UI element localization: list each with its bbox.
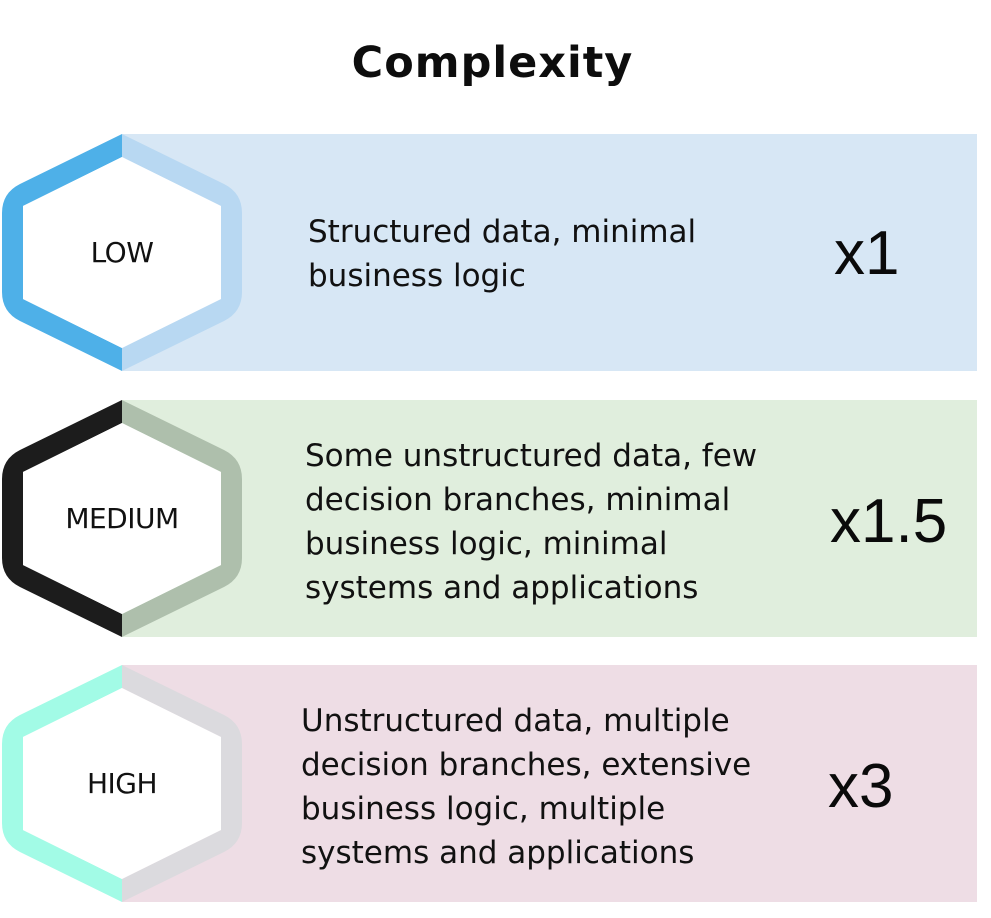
multiplier-value: x3 — [828, 752, 894, 821]
level-label: LOW — [90, 236, 154, 269]
complexity-row-low: LOW Structured data, minimal business lo… — [0, 134, 991, 371]
hexagon-icon — [2, 134, 242, 371]
hexagon-inner — [23, 688, 221, 879]
row-banner — [122, 134, 977, 371]
level-label: MEDIUM — [65, 502, 179, 535]
hexagon-right-half — [122, 400, 242, 637]
hexagon-left-half — [2, 400, 122, 637]
hexagon-right-half — [122, 665, 242, 902]
multiplier-value: x1 — [834, 219, 900, 288]
multiplier-value: x1.5 — [830, 487, 948, 556]
page-title: Complexity — [351, 38, 634, 88]
complexity-row-medium: MEDIUM Some unstructured data, few decis… — [0, 400, 991, 637]
hexagon-left-half — [2, 134, 122, 371]
hexagon-icon — [2, 400, 242, 637]
level-description: Unstructured data, multiple decision bra… — [301, 703, 752, 871]
hexagon-inner — [23, 423, 221, 614]
hexagon-left-half — [2, 665, 122, 902]
hexagon-inner — [23, 157, 221, 348]
row-banner — [122, 400, 977, 637]
complexity-row-high: HIGH Unstructured data, multiple decisio… — [0, 665, 991, 902]
level-description: Some unstructured data, few decision bra… — [305, 438, 758, 606]
hexagon-right-half — [122, 134, 242, 371]
level-description: Structured data, minimal business logic — [308, 214, 697, 294]
row-banner — [122, 665, 977, 902]
level-label: HIGH — [86, 767, 158, 800]
hexagon-icon — [2, 665, 242, 902]
